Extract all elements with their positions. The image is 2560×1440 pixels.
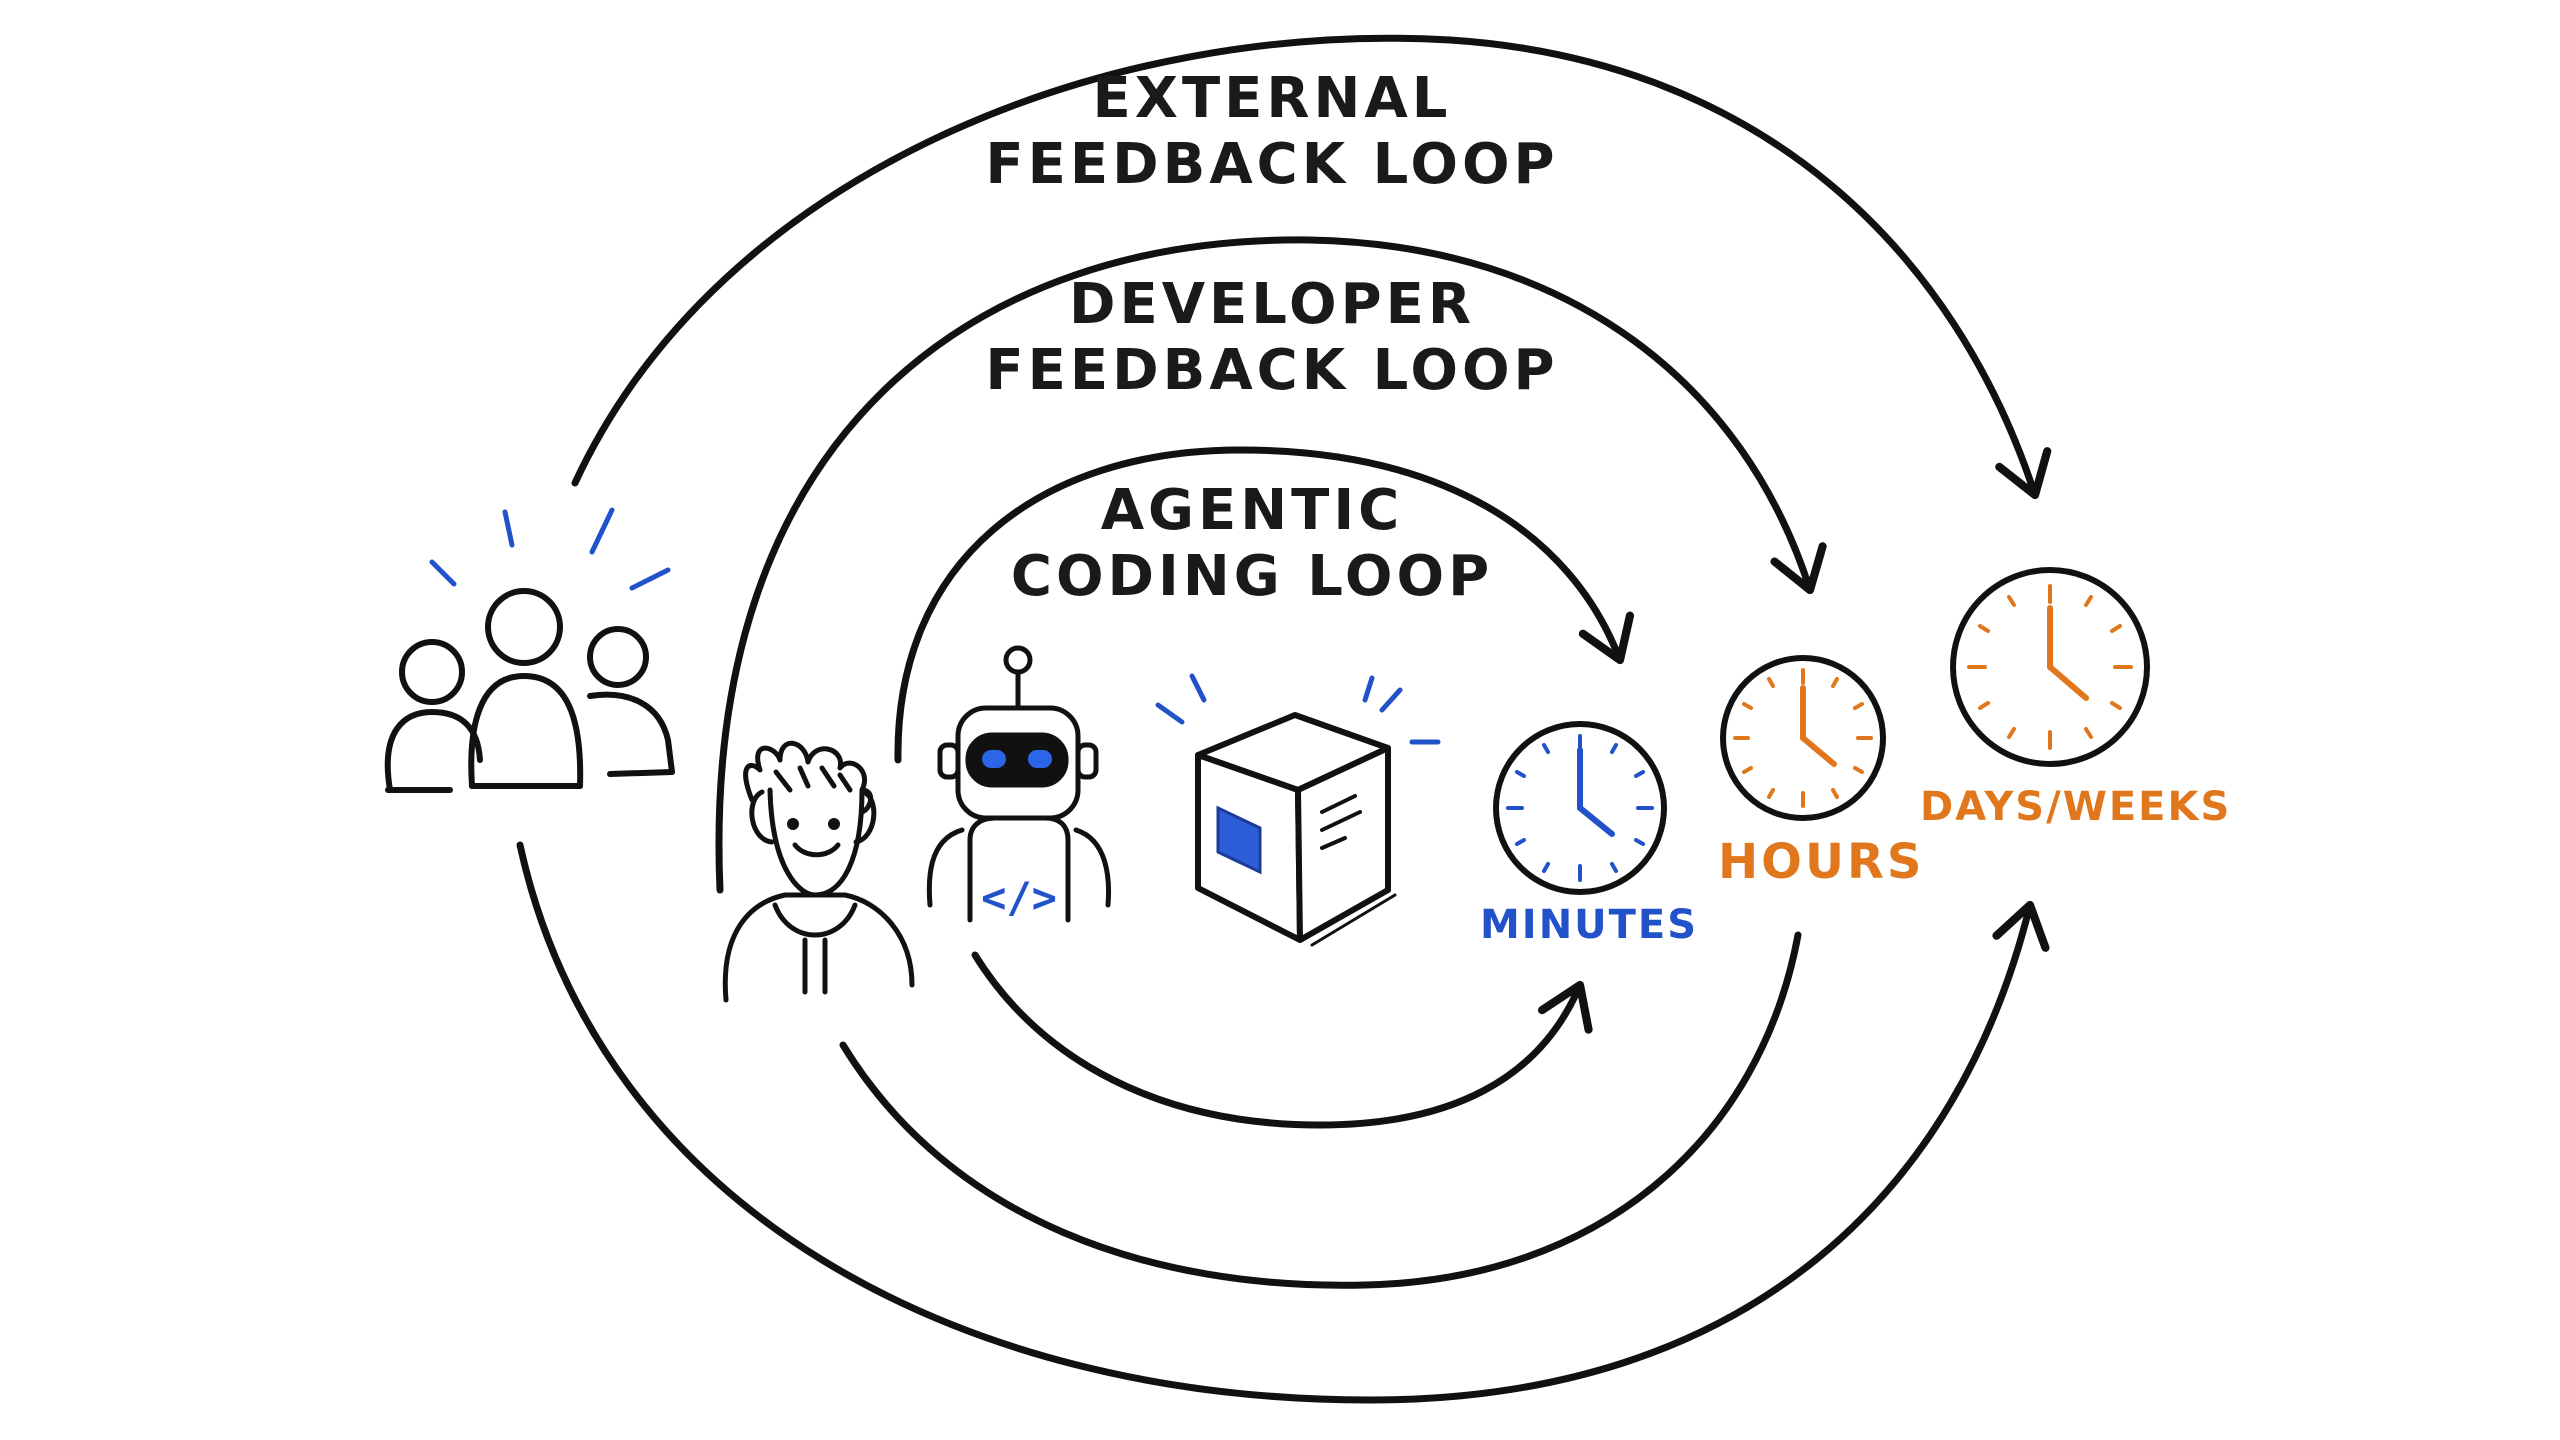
robot-code-glyph: </> <box>981 873 1057 922</box>
developer-loop-top-arc <box>715 236 1827 894</box>
developer-person-icon <box>722 740 915 1003</box>
users-emphasis-rays <box>429 507 671 591</box>
developer-loop-title-line1: DEVELOPER <box>1068 272 1476 337</box>
minutes-label: MINUTES <box>1480 902 1699 948</box>
hours-clock-icon <box>1720 655 1886 821</box>
robot-icon <box>926 645 1112 923</box>
developer-loop-title-line2: FEEDBACK LOOP <box>985 338 1559 403</box>
agentic-loop-bottom-arc <box>971 951 1593 1129</box>
developer-loop-bottom-arc <box>839 931 1802 1289</box>
developer-loop-title: DEVELOPER FEEDBACK LOOP <box>952 272 1592 404</box>
agentic-loop-top-arc <box>894 446 1635 764</box>
external-loop-title: EXTERNAL FEEDBACK LOOP <box>952 66 1592 198</box>
external-loop-title-line2: FEEDBACK LOOP <box>985 132 1559 197</box>
agentic-loop-title-line1: AGENTIC <box>1100 478 1404 543</box>
days-weeks-label: DAYS/WEEKS <box>1920 784 2232 830</box>
cube-emphasis-rays <box>1155 673 1441 745</box>
external-loop-bottom-arc <box>516 841 2050 1404</box>
hours-label: HOURS <box>1718 834 1925 890</box>
agentic-loop-title-line2: CODING LOOP <box>1010 544 1494 609</box>
days-weeks-clock-icon <box>1950 567 2150 767</box>
cube-blue-panel <box>1216 805 1262 875</box>
agentic-loop-title: AGENTIC CODING LOOP <box>932 478 1572 610</box>
external-loop-title-line1: EXTERNAL <box>1092 66 1452 131</box>
minutes-clock-icon <box>1493 721 1667 895</box>
cube-icon <box>1195 712 1397 947</box>
external-loop-top-arc <box>571 34 2052 500</box>
users-group-icon <box>384 588 675 793</box>
